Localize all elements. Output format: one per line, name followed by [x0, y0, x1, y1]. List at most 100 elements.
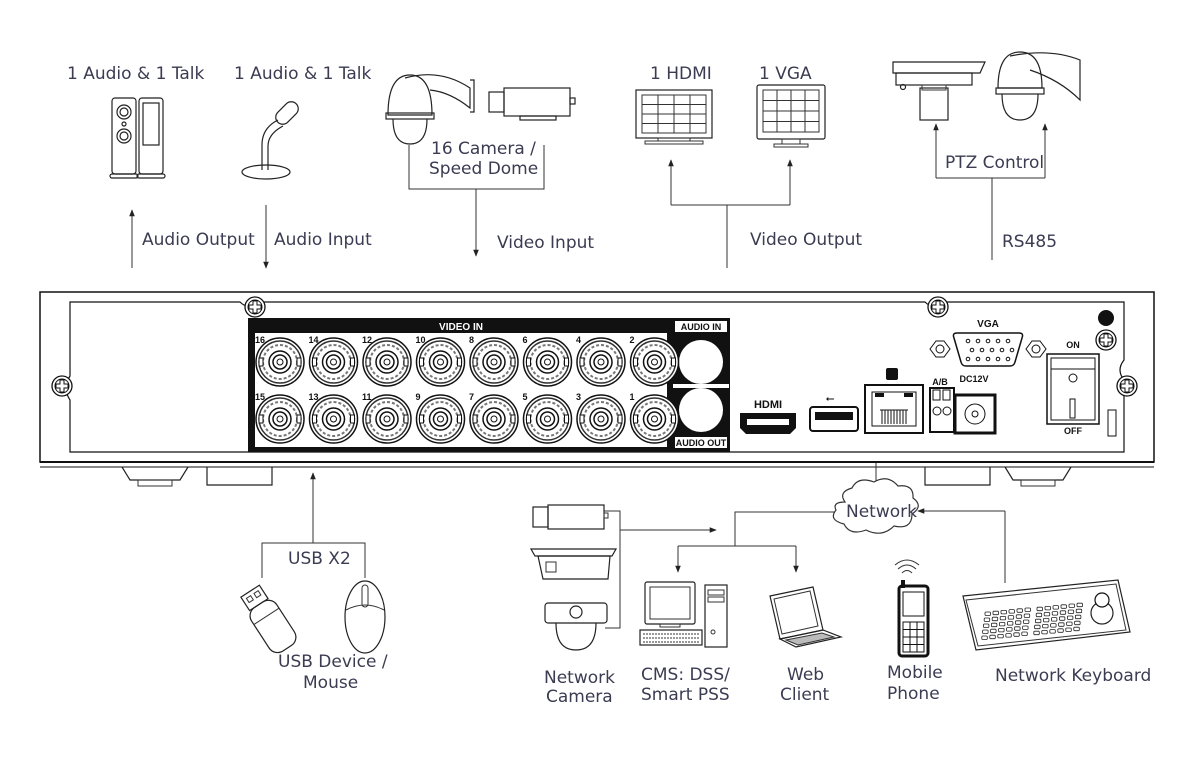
keyboard-key	[1076, 602, 1083, 608]
bnc-video-input-4[interactable]: 4	[576, 335, 626, 387]
vent-icon	[1107, 409, 1117, 437]
keyboard-key	[989, 634, 996, 640]
keyboard-key	[1059, 610, 1067, 615]
audio-output-label: Audio Output	[142, 230, 255, 250]
microphone-icon	[241, 101, 299, 180]
bnc-channel-label: 12	[362, 335, 372, 345]
bnc-video-input-6[interactable]: 6	[522, 335, 573, 387]
keyboard-key	[1051, 617, 1058, 622]
lan-port[interactable]	[864, 384, 924, 434]
keyboard-key	[1005, 633, 1012, 638]
keyboard-key	[1023, 619, 1030, 624]
bnc-channel-label: 3	[576, 392, 581, 402]
bnc-video-input-8[interactable]: 8	[469, 335, 519, 387]
camera-label-2: Speed Dome	[429, 159, 538, 179]
audio-out-jack[interactable]	[679, 388, 723, 432]
bnc-channel-label: 6	[523, 335, 528, 345]
keyboard-key	[983, 617, 991, 622]
ptz-label: PTZ Control	[945, 153, 1044, 173]
bnc-video-input-5[interactable]: 5	[522, 392, 573, 444]
vga-port[interactable]	[929, 332, 1047, 367]
video-in-title: VIDEO IN	[439, 322, 483, 333]
bnc-channel-label: 16	[255, 335, 265, 345]
keyboard-key	[1006, 627, 1013, 632]
vga-port-label: VGA	[977, 319, 999, 330]
keyboard-key	[1041, 630, 1048, 635]
web-client-label-1: Web	[787, 665, 824, 685]
network-box-camera-icon	[532, 504, 609, 530]
bnc-video-input-1[interactable]: 1	[629, 392, 680, 444]
keyboard-key	[1043, 612, 1051, 617]
keyboard-key	[991, 616, 999, 622]
keyboard-key	[1075, 608, 1083, 614]
keyboard-key	[1014, 626, 1021, 631]
bnc-channel-label: 10	[416, 335, 426, 345]
mic-label: 1 Audio & 1 Talk	[234, 64, 372, 84]
keyboard-key	[981, 635, 988, 640]
keyboard-key	[1068, 603, 1075, 608]
keyboard-key	[1013, 632, 1020, 637]
ground-icon	[1098, 310, 1114, 326]
dc-power-port[interactable]	[953, 393, 997, 435]
bnc-channel-label: 15	[255, 392, 265, 402]
bnc-video-input-15[interactable]: 15	[255, 392, 305, 444]
vga-monitor-icon	[756, 84, 826, 148]
power-on-label: ON	[1066, 340, 1080, 350]
bnc-video-input-12[interactable]: 12	[362, 335, 412, 387]
network-label: Network	[846, 502, 917, 522]
video-input-label: Video Input	[497, 233, 594, 253]
hdmi-port[interactable]	[740, 413, 796, 434]
bnc-video-input-9[interactable]: 9	[415, 392, 466, 444]
power-off-label: OFF	[1064, 426, 1082, 436]
screw-icon	[927, 296, 949, 318]
keyboard-key	[983, 623, 990, 628]
audio-input-label: Audio Input	[274, 230, 372, 250]
vga-monitor-label: 1 VGA	[759, 64, 812, 84]
bnc-video-input-16[interactable]: 16	[255, 335, 305, 387]
hdmi-port-label: HDMI	[754, 399, 782, 411]
usb-port[interactable]	[809, 406, 859, 432]
bnc-video-input-3[interactable]: 3	[576, 392, 626, 444]
keyboard-key	[1023, 613, 1031, 618]
keyboard-key	[990, 628, 997, 634]
audio-in-jack[interactable]	[679, 340, 723, 384]
keyboard-key	[1074, 620, 1081, 626]
network-bullet-camera-icon	[529, 548, 618, 580]
keyboard-key	[1043, 618, 1050, 623]
keyboard-key	[1060, 604, 1067, 609]
bnc-channel-label: 14	[309, 335, 319, 345]
bnc-video-input-10[interactable]: 10	[415, 335, 466, 387]
keyboard-key	[982, 629, 989, 634]
bnc-video-input-2[interactable]: 2	[629, 335, 680, 387]
bnc-video-input-14[interactable]: 14	[308, 335, 359, 387]
bnc-video-input-11[interactable]: 11	[362, 392, 412, 444]
rs485-port-label: A/B	[932, 377, 948, 387]
mobile-phone-icon	[894, 559, 930, 658]
keyboard-key	[998, 628, 1005, 633]
bnc-video-input-13[interactable]: 13	[308, 392, 359, 444]
bnc-channel-label: 2	[630, 335, 635, 345]
bnc-channel-label: 11	[362, 392, 372, 402]
keyboard-key	[1049, 629, 1056, 634]
keyboard-key	[997, 634, 1004, 639]
keyboard-key	[1016, 608, 1023, 613]
ptz-dome-camera-icon	[995, 51, 1081, 121]
video-output-label: Video Output	[750, 230, 862, 250]
usb-label: USB X2	[288, 549, 351, 569]
speakers-label: 1 Audio & 1 Talk	[67, 64, 205, 84]
rs485-label: RS485	[1002, 232, 1057, 252]
keyboard-key	[1008, 609, 1015, 614]
keyboard-key	[984, 611, 991, 616]
keyboard-key	[1057, 628, 1064, 633]
keyboard-key	[1067, 609, 1075, 614]
keyboard-key	[1024, 607, 1031, 612]
rs485-port[interactable]	[929, 387, 955, 433]
usb-flash-drive-icon	[240, 584, 297, 654]
hdmi-monitor-label: 1 HDMI	[650, 64, 712, 84]
bnc-video-input-7[interactable]: 7	[469, 392, 519, 444]
power-switch[interactable]	[1046, 353, 1100, 425]
keyboard-key	[1066, 621, 1073, 626]
keyboard-key	[1050, 623, 1057, 628]
dc-power-label: DC12V	[959, 374, 988, 384]
